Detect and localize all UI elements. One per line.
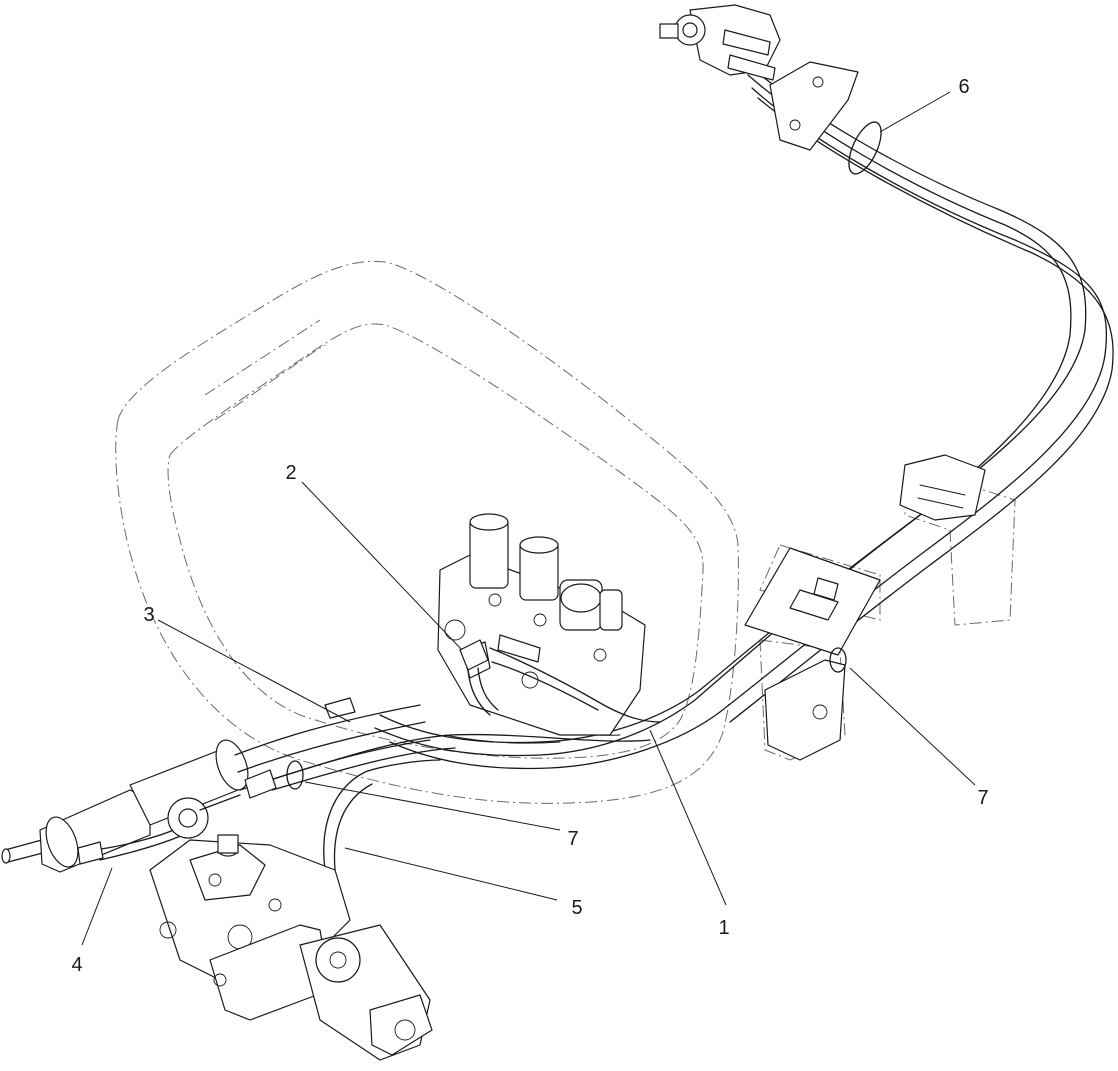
callout-2: 2 — [285, 462, 296, 484]
bundle-clamp-bracket — [744, 547, 881, 761]
callouts: 1 2 3 4 5 6 7 7 — [71, 76, 988, 976]
callout-4: 4 — [71, 954, 82, 976]
leader-7b — [849, 667, 976, 786]
callout-6: 6 — [958, 76, 969, 98]
callout-7-right: 7 — [977, 787, 988, 809]
hose-4 — [77, 794, 241, 865]
leader-4 — [81, 867, 113, 946]
hose-5 — [323, 759, 441, 871]
hose-2 — [459, 639, 499, 716]
callout-7-left: 7 — [567, 828, 578, 850]
hose-3 — [244, 733, 651, 799]
leader-3 — [157, 619, 351, 723]
callout-3: 3 — [143, 604, 154, 626]
leader-6 — [879, 91, 951, 133]
upper-control-unit — [659, 4, 882, 175]
leader-5 — [344, 847, 558, 901]
lower-left-cylinder — [1, 697, 431, 873]
leader-2 — [301, 481, 463, 651]
leader-lines — [81, 91, 976, 946]
upper-bundle-clamp — [899, 454, 986, 521]
leader-7a — [304, 781, 561, 831]
callout-5: 5 — [571, 897, 582, 919]
valve-bank — [437, 513, 661, 736]
steering-unit — [149, 834, 433, 1061]
callout-1: 1 — [718, 917, 729, 939]
leader-1 — [649, 729, 727, 906]
